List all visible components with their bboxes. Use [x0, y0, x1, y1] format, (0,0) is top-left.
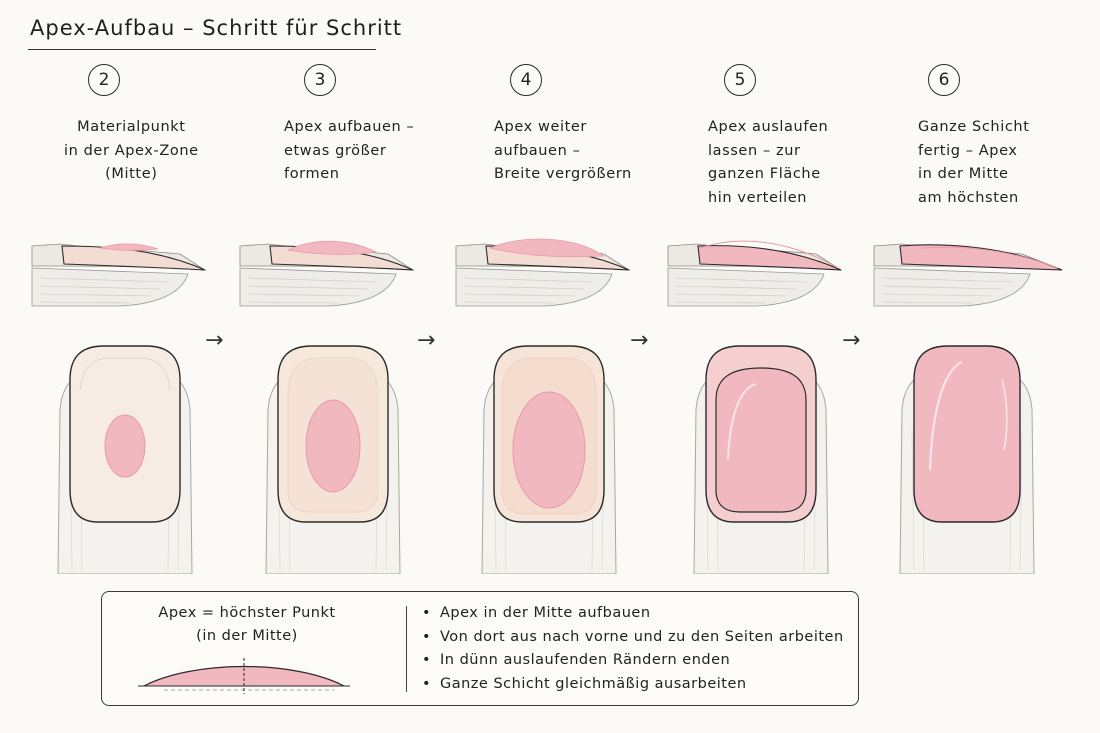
- step-caption: Apex auslaufen lassen – zur ganzen Fläch…: [708, 119, 829, 206]
- arrow-icon: →: [842, 328, 861, 353]
- step-number-badge: 5: [724, 64, 756, 96]
- step-number-badge: 3: [304, 64, 336, 96]
- step-2: 2 Materialpunkt in der Apex-Zone (Mitte): [20, 64, 230, 574]
- top-view-illustration: [481, 345, 617, 574]
- bullet-icon: •: [422, 628, 432, 645]
- page-title: Apex-Aufbau – Schritt für Schritt: [30, 16, 403, 40]
- top-view-illustration: [693, 345, 829, 574]
- side-view-illustration: [31, 243, 207, 307]
- step-caption: Ganze Schicht fertig – Apex in der Mitte…: [918, 119, 1030, 206]
- step-3: 3 Apex aufbauen – etwas größer formen: [228, 64, 438, 574]
- apex-definition-label: Apex = höchster Punkt (in der Mitte): [158, 605, 336, 644]
- side-view-illustration: [239, 240, 415, 307]
- arrow-icon: →: [205, 328, 224, 353]
- legend-box: Apex = höchster Punkt (in der Mitte) •Ap…: [101, 591, 859, 706]
- step-caption: Materialpunkt in der Apex-Zone (Mitte): [64, 119, 199, 182]
- step-4: 4 Apex weiter aufbauen – Breite vergröße…: [444, 64, 654, 574]
- step-number-badge: 2: [88, 64, 120, 96]
- apex-profile-icon: [138, 658, 350, 694]
- bullet-icon: •: [422, 605, 432, 621]
- top-view-illustration: [265, 345, 401, 574]
- step-number-badge: 4: [510, 64, 542, 96]
- list-item: •Ganze Schicht gleichmäßig ausarbeiten: [422, 673, 844, 697]
- legend-list: •Apex in der Mitte aufbauen •Von dort au…: [422, 602, 844, 696]
- step-caption: Apex aufbauen – etwas größer formen: [284, 119, 415, 182]
- top-view-illustration: [57, 345, 193, 574]
- step-caption: Apex weiter aufbauen – Breite vergrößern: [494, 119, 632, 182]
- bullet-icon: •: [422, 675, 432, 692]
- side-view-illustration: [455, 238, 631, 307]
- legend-divider: [406, 606, 407, 692]
- step-5: 5 Apex auslaufen lassen – zur ganzen Flä…: [656, 64, 866, 574]
- side-view-illustration: [873, 243, 1063, 307]
- list-item: •Von dort aus nach vorne und zu den Seit…: [422, 626, 844, 650]
- arrow-icon: →: [630, 328, 649, 353]
- step-6: 6 Ganze Schicht fertig – Apex in der Mit…: [862, 64, 1072, 574]
- step-number-badge: 6: [928, 64, 960, 96]
- title-underline: [28, 49, 376, 50]
- list-item: •In dünn auslaufenden Rändern enden: [422, 649, 844, 673]
- top-view-illustration: [899, 345, 1035, 574]
- bullet-icon: •: [422, 652, 432, 668]
- arrow-icon: →: [417, 328, 436, 353]
- list-item: •Apex in der Mitte aufbauen: [422, 602, 844, 626]
- side-view-illustration: [667, 240, 843, 307]
